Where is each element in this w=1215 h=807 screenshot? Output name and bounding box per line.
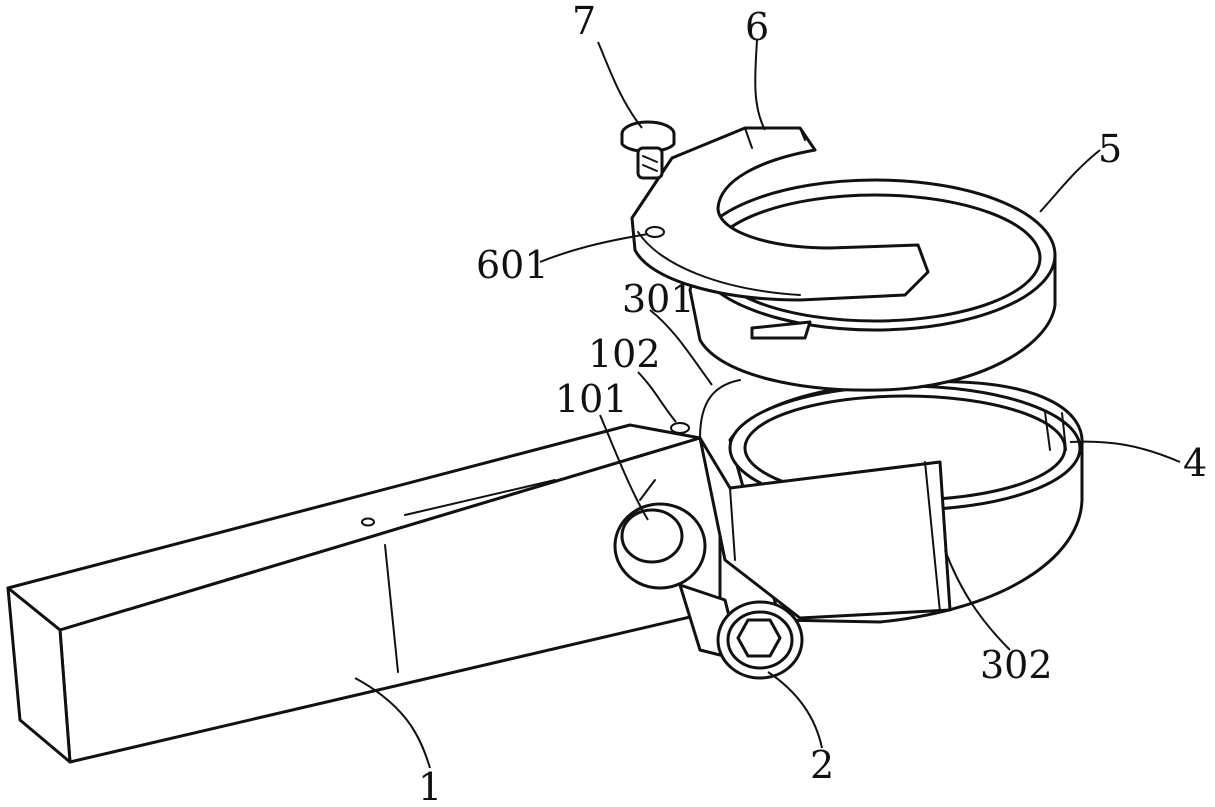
label-4: 4 [1183,441,1207,485]
leader-1 [354,677,431,769]
part-3-clamp-block [698,379,952,620]
label-6: 6 [745,5,769,49]
part-7-screw [620,120,676,180]
leader-101 [599,414,649,521]
leader-301 [649,309,713,386]
label-7: 7 [572,0,596,43]
leader-601 [539,233,649,263]
label-2: 2 [810,743,834,787]
label-301: 301 [622,277,695,321]
part-101-knob [613,479,707,590]
label-601: 601 [476,243,549,287]
leader-4 [1069,440,1181,463]
reference-labels: 7 6 5 601 301 102 101 4 302 2 1 [418,0,1207,807]
label-1: 1 [418,765,442,807]
leader-lines [354,39,1181,769]
part-6-c-plate [630,126,930,302]
part-2-hex-bolt [678,583,804,680]
leader-7 [597,41,643,129]
label-101: 101 [555,377,628,421]
leader-2 [767,671,823,749]
leader-6 [754,39,766,131]
part-1-bar [6,422,722,764]
leader-102 [637,371,677,423]
leader-5 [1039,149,1101,213]
label-5: 5 [1098,127,1122,171]
leader-302 [944,549,1011,651]
label-102: 102 [588,332,661,376]
label-302: 302 [980,643,1053,687]
